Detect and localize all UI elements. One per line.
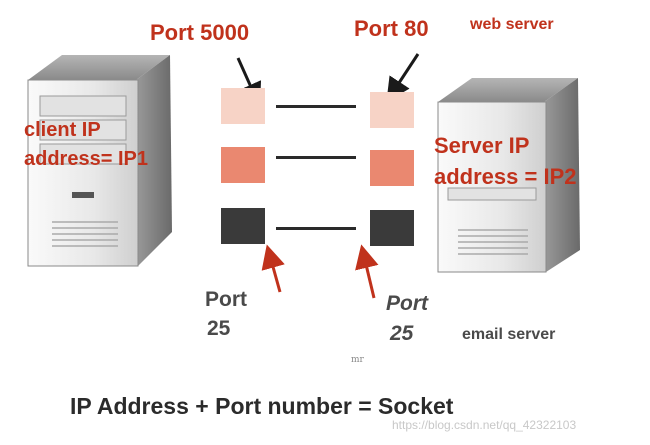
- socket-equation: IP Address + Port number = Socket: [70, 393, 454, 419]
- server-ip-label-line2: address = IP2: [434, 164, 577, 189]
- email-server-label: email server: [462, 326, 556, 343]
- mr-mark: mr: [351, 355, 364, 365]
- port25-left-arrow: [261, 244, 285, 293]
- web-server-label: web server: [470, 16, 554, 33]
- client-ip-label-line1: client IP: [24, 119, 101, 141]
- client-port-25-box: [221, 208, 265, 244]
- server-port-80-box: [370, 92, 414, 128]
- port-25-right-label-line2: 25: [390, 322, 414, 345]
- port-5000-label: Port 5000: [150, 20, 250, 45]
- client-port-mid-box: [221, 147, 265, 183]
- connection-line-top: [276, 105, 356, 108]
- port-25-left-label-line2: 25: [207, 317, 231, 340]
- port80-arrow: [386, 53, 420, 103]
- connection-line-bottom: [276, 227, 356, 230]
- port-25-left-label-line1: Port: [205, 288, 247, 311]
- csdn-watermark: https://blog.csdn.net/qq_42322103: [392, 418, 577, 432]
- port-25-right-label-line1: Port: [386, 292, 428, 315]
- connection-line-middle: [276, 156, 356, 159]
- client-ip-label-line2: address= IP1: [24, 148, 148, 170]
- client-port-5000-box: [221, 88, 265, 124]
- server-computer-icon: [437, 78, 580, 273]
- server-port-mid-box: [370, 150, 414, 186]
- port-80-label: Port 80: [354, 16, 429, 41]
- port25-right-arrow: [355, 244, 379, 299]
- server-port-25-box: [370, 210, 414, 246]
- client-computer-icon: [27, 55, 172, 267]
- server-ip-label-line1: Server IP: [434, 133, 530, 158]
